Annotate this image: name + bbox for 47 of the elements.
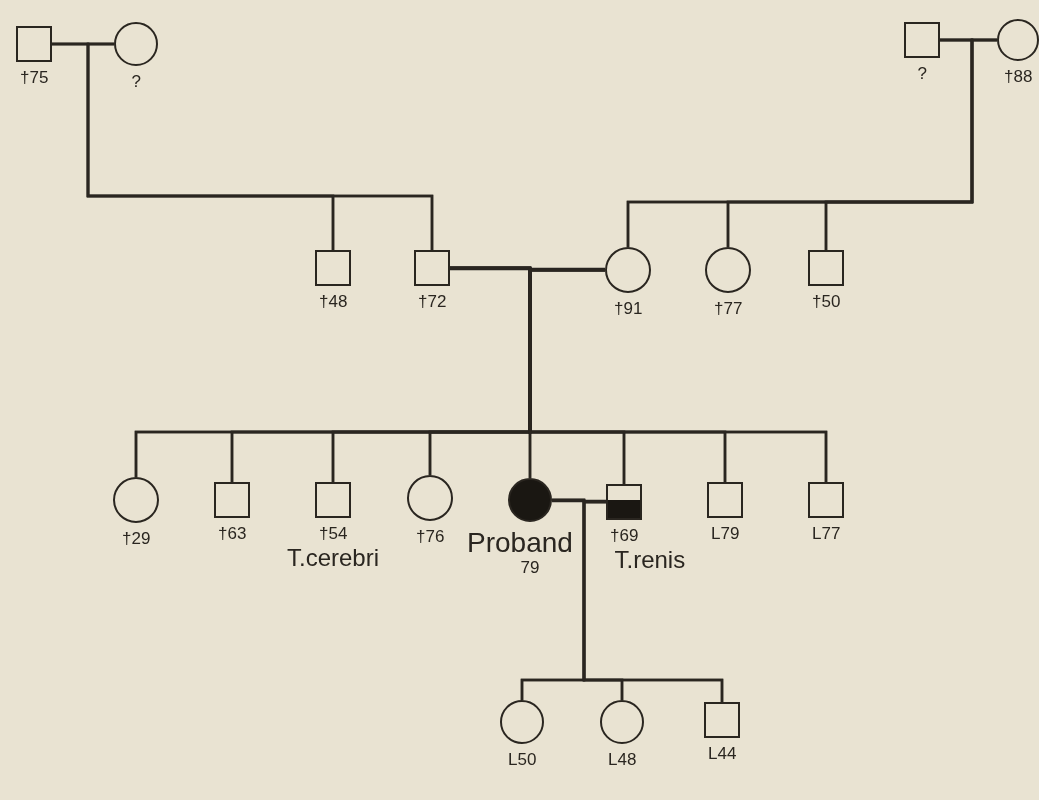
filled-circle-symbol bbox=[508, 478, 552, 522]
circle-symbol bbox=[997, 19, 1039, 61]
age-label: †48 bbox=[319, 292, 348, 312]
age-label: †75 bbox=[20, 68, 49, 88]
circle-symbol bbox=[600, 700, 644, 744]
circle-symbol bbox=[605, 247, 651, 293]
square-symbol bbox=[707, 482, 743, 518]
diagnosis-label: T.cerebri bbox=[287, 544, 380, 572]
square-symbol bbox=[315, 250, 351, 286]
age-label: L44 bbox=[708, 744, 737, 764]
age-label: 79 bbox=[520, 558, 540, 578]
age-label: †50 bbox=[812, 292, 841, 312]
circle-symbol bbox=[114, 22, 158, 66]
marriage-line bbox=[552, 499, 606, 503]
age-label: †76 bbox=[416, 527, 445, 547]
age-label: L48 bbox=[608, 750, 637, 770]
age-label: †69 bbox=[610, 526, 639, 546]
marriage-line bbox=[450, 267, 605, 271]
proband-label: Proband bbox=[467, 528, 573, 558]
descent-line bbox=[582, 500, 724, 702]
square-symbol bbox=[808, 250, 844, 286]
half-filled-square-symbol bbox=[606, 484, 642, 520]
diagnosis-label: T.renis bbox=[614, 546, 686, 574]
circle-symbol bbox=[113, 477, 159, 523]
age-label: ? bbox=[131, 72, 141, 92]
age-label: ? bbox=[917, 64, 927, 84]
age-label: †29 bbox=[122, 529, 151, 549]
square-symbol bbox=[904, 22, 940, 58]
circle-symbol bbox=[407, 475, 453, 521]
age-label: †77 bbox=[714, 299, 743, 319]
age-label: †63 bbox=[218, 524, 247, 544]
circle-symbol bbox=[705, 247, 751, 293]
square-symbol bbox=[808, 482, 844, 518]
square-symbol bbox=[704, 702, 740, 738]
square-symbol bbox=[315, 482, 351, 518]
age-label: †88 bbox=[1004, 67, 1033, 87]
square-symbol bbox=[414, 250, 450, 286]
age-label: L50 bbox=[508, 750, 537, 770]
age-label: †54 bbox=[319, 524, 348, 544]
square-symbol bbox=[16, 26, 52, 62]
descent-line bbox=[528, 268, 828, 482]
age-label: †91 bbox=[614, 299, 643, 319]
age-label: †72 bbox=[418, 292, 447, 312]
square-symbol bbox=[214, 482, 250, 518]
age-label: L79 bbox=[711, 524, 740, 544]
circle-symbol bbox=[500, 700, 544, 744]
age-label: L77 bbox=[812, 524, 841, 544]
